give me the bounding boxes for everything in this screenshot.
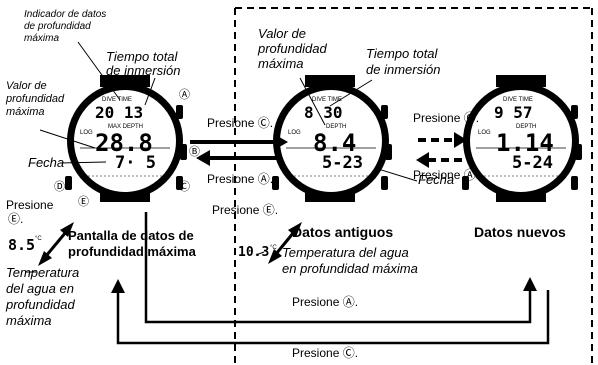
- watch-3-dive-time: DIVE TIME: [503, 97, 533, 103]
- arrow-e-mid: [268, 222, 302, 264]
- return-path-c-arrowhead: [111, 279, 125, 293]
- press-e-left-line-2: Ⓔ.: [8, 212, 24, 226]
- watch-1-button-b-label: Ⓑ: [189, 146, 200, 158]
- watch-2-depth-value: 8.4: [313, 129, 357, 157]
- watch-1-face: [74, 90, 176, 192]
- press-c-bottom: Presione Ⓒ.: [292, 346, 359, 360]
- arrow-w1-to-w2: [190, 134, 288, 150]
- watch-3-depth-label: DEPTH: [516, 124, 537, 130]
- temp-left-line-1: Temperatura: [6, 265, 80, 280]
- arrow-w2-to-w1: [196, 150, 282, 166]
- watch-1-top-value: 20 13: [95, 103, 144, 122]
- watch-1-dive-time: DIVE TIME: [102, 97, 132, 103]
- indicator-label-line-2: de profundidad: [24, 21, 91, 32]
- watch-1-depth-value: 28.8: [95, 129, 153, 157]
- watch-1-button-c: [176, 176, 183, 190]
- total-time-mid-line-1: Tiempo total: [366, 46, 438, 61]
- return-path-a-arrowhead: [523, 277, 537, 291]
- max-depth-left-line-2: profundidad: [6, 93, 65, 105]
- watch-3-date-value: 5-24: [512, 153, 553, 173]
- max-depth-mid-line-2: profundidad: [258, 41, 327, 56]
- watch-2-log-label: LOG: [288, 130, 301, 136]
- press-c-top: Presione Ⓒ.: [207, 116, 274, 130]
- watch-1-max-depth-label: MAX DEPTH: [108, 124, 144, 130]
- temp-left-line-2: del agua en: [6, 281, 74, 296]
- press-a-bottom: Presione Ⓐ.: [292, 295, 359, 309]
- watch-1-button-a: [176, 105, 183, 119]
- watch-1-strap-top: [100, 75, 150, 87]
- watch-3: [462, 75, 582, 202]
- watch-3-top-value: 9 57: [494, 103, 533, 122]
- watch-1-button-d-label: Ⓓ: [54, 181, 65, 193]
- return-path-a: [144, 212, 532, 324]
- watch-1-button-c-label: Ⓒ: [179, 181, 190, 193]
- watch-1: [65, 75, 187, 202]
- temp-left-value: 8.5: [8, 236, 36, 254]
- watch-2-date-value: 5-23: [322, 153, 363, 173]
- watch-1-button-d: [65, 176, 72, 190]
- watch-1-log-label: LOG: [80, 130, 93, 136]
- temp-left-unit: °C: [35, 236, 42, 242]
- watch-1-date-value: 7· 5: [115, 153, 156, 173]
- watch-2-depth-label: DEPTH: [326, 124, 347, 130]
- press-c-right: Presione Ⓒ.: [413, 111, 480, 125]
- total-time-left-line-2: de inmersión: [106, 63, 181, 78]
- arrow-e-left: [38, 222, 74, 266]
- arrow-w3-to-w2: [416, 152, 468, 168]
- temp-mid-value: 10.3: [238, 245, 270, 260]
- watch-3-depth-value: 1.14: [496, 129, 554, 157]
- date-left-label: Fecha: [28, 155, 65, 170]
- watch-1-button-e-label: Ⓔ: [78, 196, 89, 208]
- watch-1-button-a-label: Ⓐ: [179, 89, 190, 101]
- screen-name-line-2: profundidad máxima: [68, 244, 196, 259]
- old-data-label: Datos antiguos: [292, 224, 394, 240]
- watch-2: [272, 75, 392, 202]
- watch-2-dive-time: DIVE TIME: [312, 97, 342, 103]
- press-a-right: Presione Ⓐ.: [413, 168, 480, 182]
- screen-name-line-1: Pantalla de datos de: [68, 228, 194, 243]
- indicator-label-line-3: máxima: [24, 33, 60, 44]
- temp-mid-line-1: Temperatura del agua: [282, 245, 409, 260]
- temp-left-line-4: máxima: [6, 313, 52, 328]
- max-depth-mid-line-1: Valor de: [258, 26, 306, 41]
- total-time-mid-line-2: de inmersión: [366, 62, 441, 77]
- temp-left-line-3: profundidad: [6, 297, 75, 312]
- new-data-label: Datos nuevos: [474, 224, 566, 240]
- watch-2-top-value: 8 30: [304, 103, 343, 122]
- max-depth-left-line-1: Valor de: [6, 80, 47, 92]
- temp-mid-line-2: en profundidad máxima: [282, 261, 418, 276]
- max-depth-mid-line-3: máxima: [258, 56, 304, 71]
- temp-mid-unit: °C: [270, 245, 277, 251]
- max-depth-left-line-3: máxima: [6, 106, 45, 118]
- press-e-left-line-1: Presione: [6, 198, 54, 212]
- return-path-c: [116, 290, 550, 345]
- arrow-w2-to-w3: [418, 132, 467, 148]
- date-mid-label: Fecha: [418, 172, 455, 187]
- press-a-mid: Presione Ⓐ.: [207, 172, 274, 186]
- watch-3-log-label: LOG: [478, 130, 491, 136]
- leader-lines: [25, 41, 418, 273]
- indicator-label-line-1: Indicador de datos: [24, 9, 107, 20]
- total-time-left-line-1: Tiempo total: [106, 49, 178, 64]
- press-e-mid: Presione Ⓔ.: [212, 203, 279, 217]
